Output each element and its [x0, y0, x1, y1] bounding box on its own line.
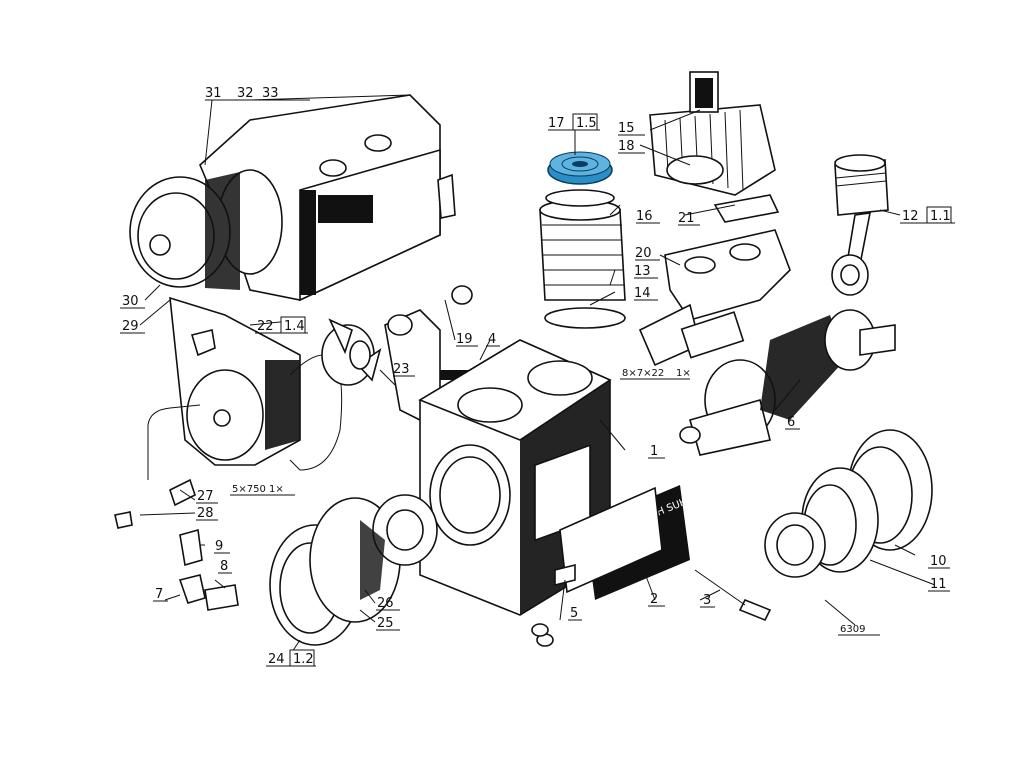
- belt-cover: [169, 296, 301, 466]
- label-28: 28: [197, 506, 214, 521]
- cover-plate: VEB SACH SUHL: [559, 485, 694, 600]
- label-11: 11: [930, 577, 947, 592]
- cooling-fan: [321, 318, 382, 386]
- bearing-label: 6309: [840, 624, 865, 635]
- cylinder-barrel: [539, 189, 626, 329]
- label-33: 33: [262, 86, 279, 101]
- label-32: 32: [237, 86, 254, 101]
- cylinder-head: [649, 71, 776, 196]
- label-22: 22: [257, 319, 274, 334]
- label-22b: 1.4: [284, 319, 305, 334]
- label-17: 17: [548, 116, 565, 131]
- label-27: 27: [197, 489, 214, 504]
- v-belt: [289, 354, 343, 471]
- fan-grille: [129, 172, 240, 290]
- label-14: 14: [634, 286, 651, 301]
- label-29: 29: [122, 319, 139, 334]
- label-12: 12: [902, 209, 919, 224]
- label-25: 25: [377, 616, 394, 631]
- label-underlines: [120, 99, 955, 667]
- label-3: 3: [703, 593, 711, 608]
- label-7: 7: [155, 587, 163, 602]
- label-6: 6: [787, 415, 795, 430]
- label-31: 31: [205, 86, 222, 101]
- fan-shroud: [199, 94, 441, 302]
- label-26: 26: [377, 596, 394, 611]
- label-1: 1: [650, 444, 658, 459]
- label-13: 13: [634, 264, 651, 279]
- part-labels: 31 32 33 17 1.5 15 18 16 21 12 1.1 20 13…: [122, 86, 952, 667]
- crankshaft: [679, 309, 896, 456]
- pin-spec: 8×7×22: [622, 368, 664, 379]
- pin-qty: 1×: [676, 368, 691, 379]
- label-24b: 1.2: [293, 652, 314, 667]
- label-9: 9: [215, 539, 223, 554]
- label-15: 15: [618, 121, 635, 136]
- piston-assembly: [831, 154, 889, 296]
- belt-spec: 5×750 1×: [232, 484, 284, 495]
- bearing-flange: [764, 429, 933, 578]
- label-8: 8: [220, 559, 228, 574]
- label-16: 16: [636, 209, 653, 224]
- label-10: 10: [930, 554, 947, 569]
- intake-manifold: [638, 229, 791, 367]
- head-gasket: [713, 194, 780, 223]
- fittings: [114, 173, 772, 647]
- highlighted-head-cover: [547, 151, 613, 185]
- label-18: 18: [618, 139, 635, 154]
- label-20: 20: [635, 246, 652, 261]
- label-21: 21: [678, 211, 695, 226]
- bearing-cover-left: [269, 494, 438, 646]
- label-30: 30: [122, 294, 139, 309]
- label-4: 4: [488, 332, 496, 347]
- label-24: 24: [268, 652, 285, 667]
- label-12b: 1.1: [930, 209, 951, 224]
- label-17b: 1.5: [576, 116, 597, 131]
- label-2: 2: [650, 592, 658, 607]
- label-19: 19: [456, 332, 473, 347]
- label-5: 5: [570, 606, 578, 621]
- label-23: 23: [393, 362, 410, 377]
- leader-lines: [139, 94, 936, 656]
